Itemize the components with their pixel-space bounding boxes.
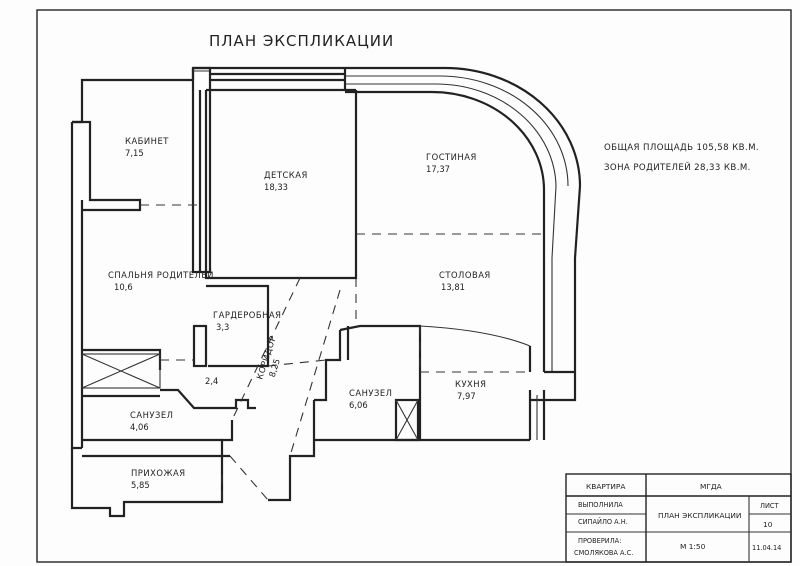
room-label-bathroom-2: САНУЗЕЛ 4,06 (130, 410, 173, 432)
room-name: КУХНЯ (455, 379, 486, 389)
room-label-living: ГОСТИНАЯ 17,37 (426, 152, 477, 174)
room-label-bedroom: СПАЛЬНЯ РОДИТЕЛЕЙ 10,6 (108, 269, 214, 292)
room-name: ГОСТИНАЯ (426, 152, 477, 162)
built-in-wardrobe (81, 353, 161, 389)
checked-name: СМОЛЯКОВА А.С. (574, 549, 633, 557)
room-area: 7,15 (125, 148, 144, 158)
performed-label: ВЫПОЛНИЛА (578, 501, 623, 509)
sheet-label: ЛИСТ (760, 502, 779, 510)
room-area: 13,81 (441, 282, 465, 292)
room-area: 10,6 (114, 282, 133, 292)
checked-label: ПРОВЕРИЛА: (578, 537, 621, 545)
room-area: 2,4 (205, 376, 218, 386)
room-name: ДЕТСКАЯ (264, 170, 308, 180)
sheet-title: ПЛАН ЭКСПЛИКАЦИИ (209, 32, 394, 50)
room-label-kitchen: КУХНЯ 7,97 (455, 379, 486, 401)
room-label-hall-small: 2,4 (205, 376, 218, 386)
drawing-date: 11.04.14 (752, 544, 781, 552)
room-area: 5,85 (131, 480, 150, 490)
total-area-note: ОБЩАЯ ПЛОЩАДЬ 105,58 КВ.М. (604, 143, 759, 153)
room-area: 18,33 (264, 182, 288, 192)
sheet-number: 10 (763, 520, 773, 529)
sheet-frame (36, 9, 792, 563)
room-label-cabinet: КАБИНЕТ 7,15 (125, 136, 169, 158)
room-label-dining: СТОЛОВАЯ 13,81 (439, 270, 491, 292)
room-name: ГАРДЕРОБНАЯ (213, 310, 281, 320)
room-area: 4,06 (130, 422, 149, 432)
room-name: СПАЛЬНЯ РОДИТЕЛЕЙ (108, 269, 214, 280)
room-label-bathroom-1: САНУЗЕЛ 6,06 (349, 388, 392, 410)
title-block: КВАРТИРА МГДА ВЫПОЛНИЛА СИПАЙЛО А.Н. ПРО… (565, 473, 792, 563)
performed-name: СИПАЙЛО А.Н. (578, 517, 628, 526)
zone-borders (140, 204, 544, 501)
interior-walls (72, 88, 532, 458)
room-name: КАБИНЕТ (125, 136, 169, 146)
drawing-title: ПЛАН ЭКСПЛИКАЦИИ (658, 511, 741, 520)
drawing-scale: М 1:50 (680, 542, 706, 551)
room-name: ПРИХОЖАЯ (131, 468, 186, 478)
room-area: 7,97 (457, 391, 476, 401)
title-block-object: КВАРТИРА (586, 482, 625, 491)
window-bay (191, 66, 212, 274)
room-name: САНУЗЕЛ (349, 388, 392, 398)
room-label-wardrobe: ГАРДЕРОБНАЯ 3,3 (213, 310, 281, 332)
room-name: САНУЗЕЛ (130, 410, 173, 420)
outer-walls (70, 66, 582, 518)
room-area: 3,3 (216, 322, 229, 332)
room-label-children: ДЕТСКАЯ 18,33 (264, 170, 308, 192)
room-area: 17,37 (426, 164, 450, 174)
room-area: 6,06 (349, 400, 368, 410)
room-label-entrance: ПРИХОЖАЯ 5,85 (131, 468, 186, 490)
parents-zone-note: ЗОНА РОДИТЕЛЕЙ 28,33 КВ.М. (604, 161, 751, 173)
room-label-corridor: КОРИДОР 8,25 (254, 334, 282, 380)
title-block-org: МГДА (700, 482, 722, 491)
room-name: СТОЛОВАЯ (439, 270, 491, 280)
